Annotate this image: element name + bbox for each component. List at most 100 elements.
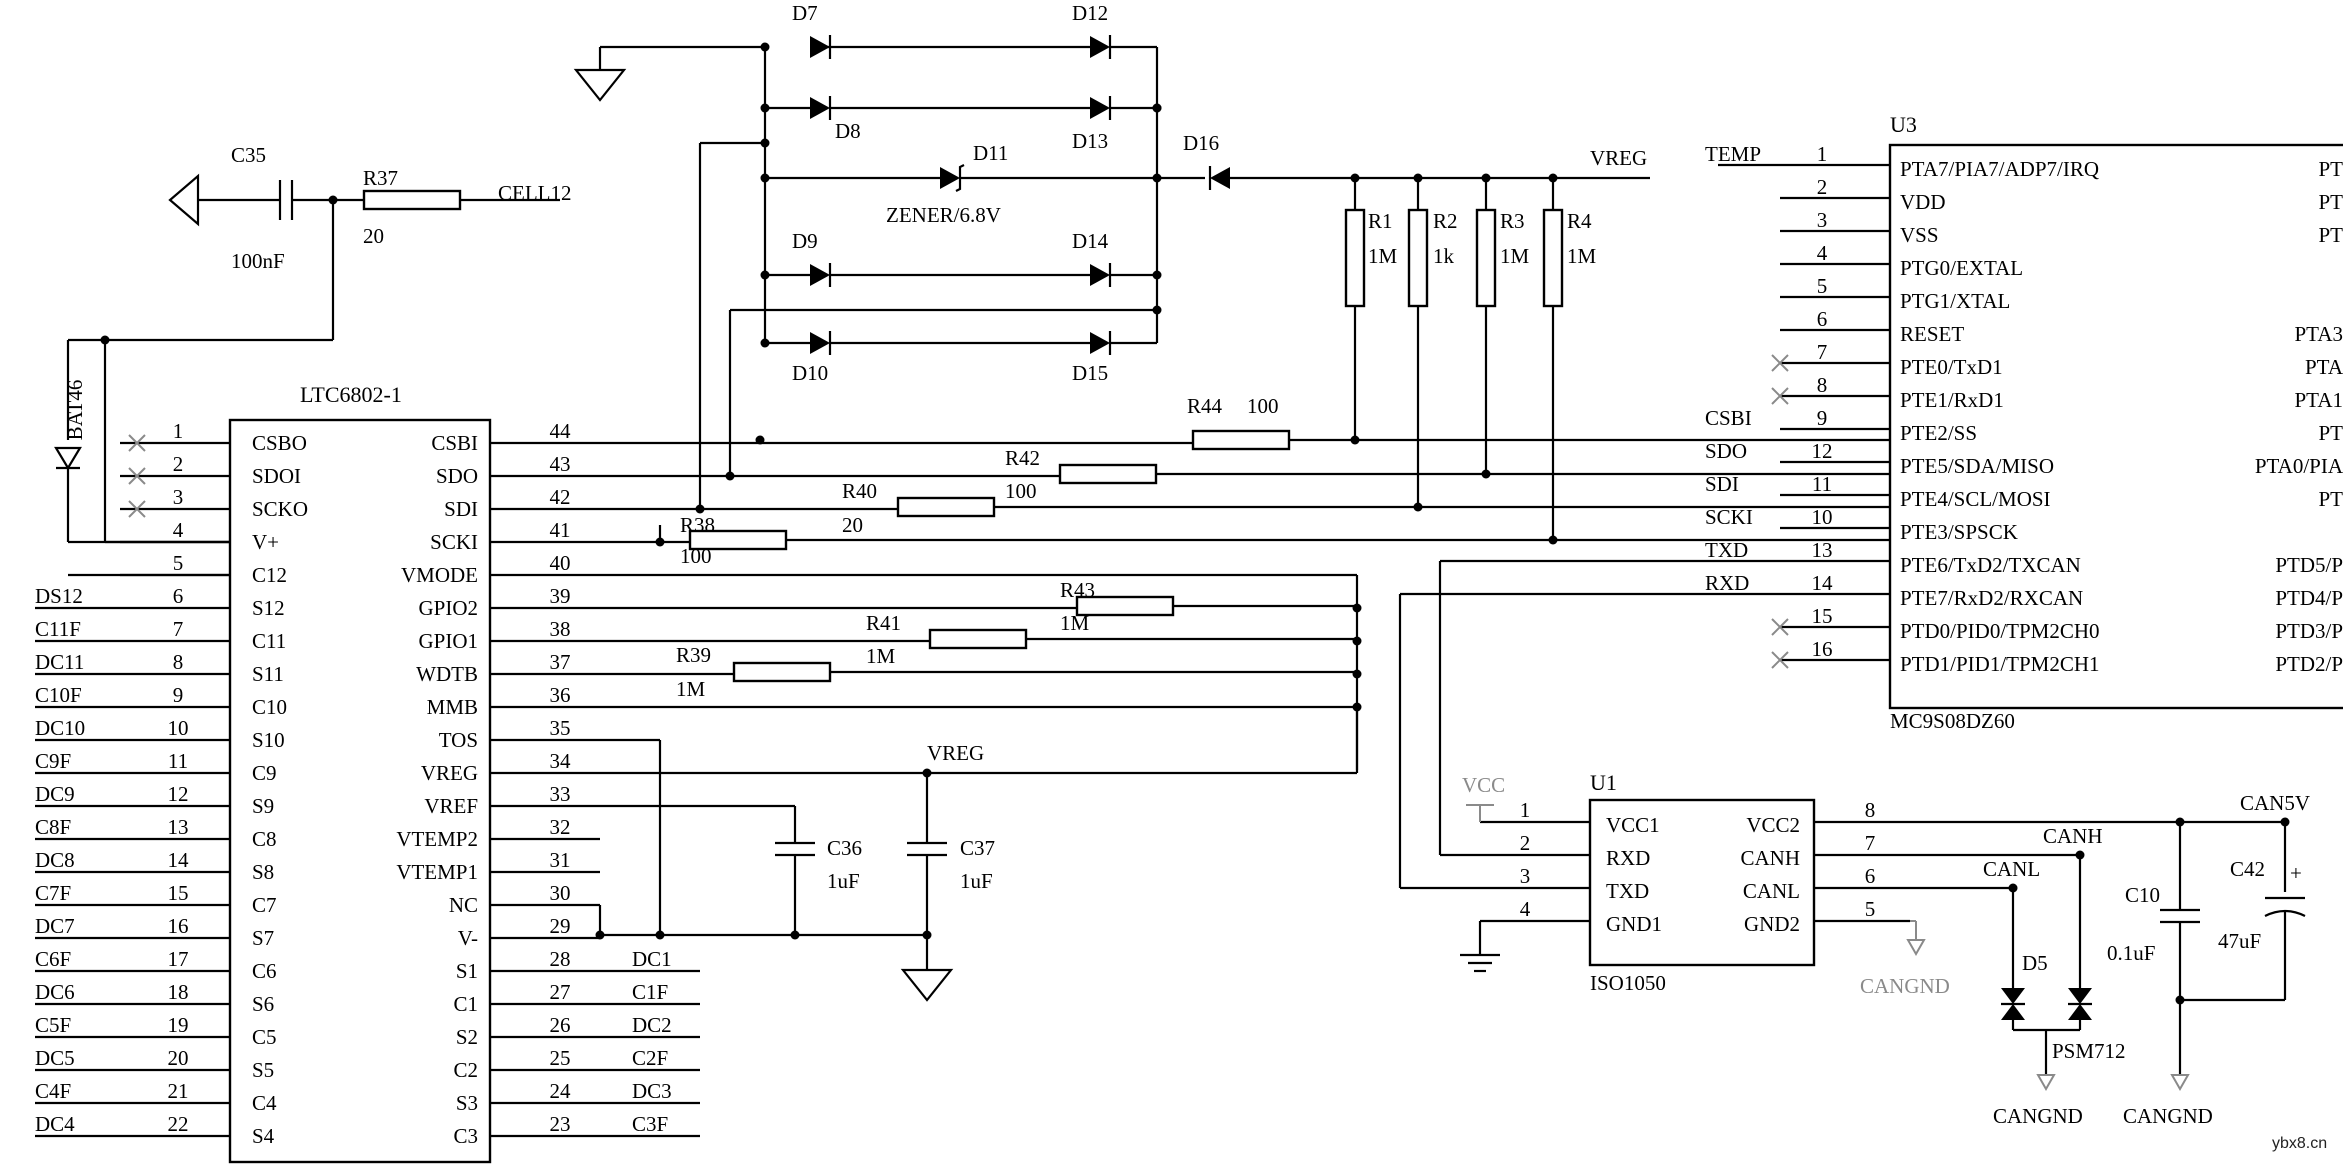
cell12-label: CELL12 xyxy=(498,181,572,205)
r43-resistor xyxy=(1075,595,1175,617)
u3-pin-name-4: PTG0/EXTAL xyxy=(1900,256,2023,280)
u3-right-name: PTA xyxy=(2305,355,2343,379)
junction-dot xyxy=(760,42,770,52)
ltc-pin-name-S5: S5 xyxy=(252,1058,274,1082)
ltc-pin-name-C5: C5 xyxy=(252,1025,277,1049)
c42-plus: + xyxy=(2290,861,2302,885)
u3-pin-name-10: PTE3/SPSCK xyxy=(1900,520,2018,544)
ltc-pin-num-8: 8 xyxy=(173,650,184,674)
d11-zener xyxy=(940,167,960,189)
d5-label: D5 xyxy=(2022,951,2048,975)
junction-dot xyxy=(1152,103,1162,113)
u3-pin-name-1: PTA7/PIA7/ADP7/IRQ xyxy=(1900,157,2099,181)
ltc-pin-name-VTEMP2: VTEMP2 xyxy=(396,827,478,851)
u1-pin-name-GND1: GND1 xyxy=(1606,912,1662,936)
r44-resistor xyxy=(1191,429,1291,451)
ltc-pin-num-39: 39 xyxy=(550,584,571,608)
ltc-pin-name-C6: C6 xyxy=(252,959,277,983)
ltc-pin-num-3: 3 xyxy=(173,485,184,509)
ltc-pin-name-C3: C3 xyxy=(453,1124,478,1148)
ltc-pin-num-43: 43 xyxy=(550,452,571,476)
net-DS12: DS12 xyxy=(35,584,83,608)
zener-label: ZENER/6.8V xyxy=(886,203,1001,227)
u3-pin-name-12: PTE5/SDA/MISO xyxy=(1900,454,2054,478)
ltc-pin-num-34: 34 xyxy=(550,749,572,773)
ltc-pin-num-19: 19 xyxy=(168,1013,189,1037)
ltc-pin-num-20: 20 xyxy=(168,1046,189,1070)
ltc-pin-num-38: 38 xyxy=(550,617,571,641)
ltc-pin-name-C9: C9 xyxy=(252,761,277,785)
ltc-pin-name-WDTB: WDTB xyxy=(416,662,478,686)
d8-diode xyxy=(810,97,830,119)
r2-label: R2 xyxy=(1433,209,1458,233)
ltc-pin-num-26: 26 xyxy=(550,1013,571,1037)
mc9s08dz60-chip xyxy=(1888,143,2343,710)
ltc-pin-num-1: 1 xyxy=(173,419,184,443)
r42-resistor xyxy=(1058,463,1158,485)
u1-pin-num-7: 7 xyxy=(1865,831,1876,855)
u3-right-name: PTA1 xyxy=(2295,388,2343,412)
wires xyxy=(35,42,2290,1138)
u1-pin-name-GND2: GND2 xyxy=(1744,912,1800,936)
d12-diode xyxy=(1090,36,1110,58)
r41-resistor xyxy=(928,628,1028,650)
u3-pin-name-14: PTE7/RxD2/RXCAN xyxy=(1900,586,2083,610)
r43-label: R43 xyxy=(1060,578,1095,602)
r41-value: 1M xyxy=(866,644,896,668)
r40-value: 20 xyxy=(842,513,863,537)
c35-ground-symbol xyxy=(168,173,200,227)
ltc-pin-num-12: 12 xyxy=(168,782,189,806)
ltc-pin-name-S1: S1 xyxy=(456,959,478,983)
r1-label: R1 xyxy=(1368,209,1393,233)
d14-label: D14 xyxy=(1072,229,1109,253)
u3-pin-num-9: 9 xyxy=(1817,406,1828,430)
v-minus-ground-symbol xyxy=(900,968,954,1002)
u3-net-TEMP: TEMP xyxy=(1705,142,1761,166)
ltc-pin-num-15: 15 xyxy=(168,881,189,905)
ltc-pin-name-C2: C2 xyxy=(453,1058,478,1082)
ltc-pin-name-SDO: SDO xyxy=(436,464,478,488)
ltc-pin-name-S4: S4 xyxy=(252,1124,275,1148)
bat46-diode xyxy=(54,446,82,471)
net-C10F: C10F xyxy=(35,683,82,707)
d7-diode xyxy=(810,36,830,58)
u1-pin-name-RXD: RXD xyxy=(1606,846,1650,870)
u3-pin-name-2: VDD xyxy=(1900,190,1946,214)
u3-right-name: PT xyxy=(2318,190,2343,214)
psm712-label: PSM712 xyxy=(2052,1039,2126,1063)
cangnd1-label: CANGND xyxy=(1860,974,1950,998)
vreg-mid-label: VREG xyxy=(927,741,984,765)
u3-right-name: PTD2/P xyxy=(2275,652,2343,676)
u3-pin-num-7: 7 xyxy=(1817,340,1828,364)
u3-right-name: PT xyxy=(2318,223,2343,247)
net-DC6: DC6 xyxy=(35,980,75,1004)
ltc-pin-name-CSBI: CSBI xyxy=(431,431,478,455)
cangnd2-label: CANGND xyxy=(1993,1104,2083,1128)
u3-net-SDI: SDI xyxy=(1705,472,1739,496)
ltc-pin-num-11: 11 xyxy=(168,749,188,773)
net-DC11: DC11 xyxy=(35,650,84,674)
u1-pin-num-6: 6 xyxy=(1865,864,1876,888)
u3-pin-name-8: PTE1/RxD1 xyxy=(1900,388,2004,412)
u3-ref: U3 xyxy=(1890,112,1917,137)
r3-label: R3 xyxy=(1500,209,1525,233)
ltc-pin-name-C8: C8 xyxy=(252,827,277,851)
ltc-pin-name-S8: S8 xyxy=(252,860,274,884)
u1-pin-num-8: 8 xyxy=(1865,798,1876,822)
ltc-pin-num-28: 28 xyxy=(550,947,571,971)
c42-label: C42 xyxy=(2230,857,2265,881)
r39-label: R39 xyxy=(676,643,711,667)
ltc-pin-num-6: 6 xyxy=(173,584,184,608)
d9-label: D9 xyxy=(792,229,818,253)
ltc-pin-name-GPIO2: GPIO2 xyxy=(418,596,478,620)
u3-pin-num-12: 12 xyxy=(1812,439,1833,463)
net-DC1: DC1 xyxy=(632,947,672,971)
ltc-pin-name-VMODE: VMODE xyxy=(401,563,478,587)
ltc-pin-name-S3: S3 xyxy=(456,1091,478,1115)
r2-value: 1k xyxy=(1433,244,1455,268)
u1-pin-name-VCC1: VCC1 xyxy=(1606,813,1660,837)
ltc-pin-name-VREG: VREG xyxy=(421,761,478,785)
r39-value: 1M xyxy=(676,677,706,701)
ltc-pin-num-10: 10 xyxy=(168,716,189,740)
d7-label: D7 xyxy=(792,1,818,25)
